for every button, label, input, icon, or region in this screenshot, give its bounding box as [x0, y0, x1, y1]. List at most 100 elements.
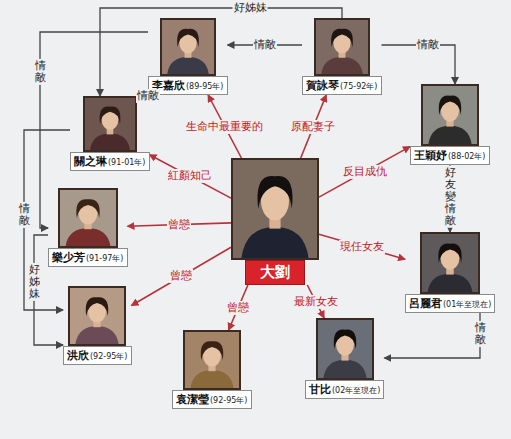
- person-name: 甘比: [309, 382, 331, 397]
- portrait-frame: [58, 188, 118, 248]
- year-range: (92-95年): [210, 395, 248, 406]
- relation-label: 現任女友: [339, 240, 385, 254]
- relation-label: 好姊妹: [28, 263, 41, 301]
- person-name: 呂麗君: [409, 296, 442, 311]
- relation-connector: [150, 155, 232, 198]
- relation-label: 情敵: [416, 38, 440, 52]
- year-range: (88-02年): [448, 151, 486, 162]
- year-range: (91-01年): [108, 157, 146, 168]
- person-name: 王穎妤: [414, 148, 447, 163]
- portrait-shape: [258, 176, 293, 209]
- year-range: (75-92年): [340, 81, 378, 92]
- person-node: 洪欣(92-95年): [63, 286, 132, 365]
- portrait-shape: [86, 297, 109, 316]
- name-caption: 王穎妤(88-02年): [410, 146, 490, 165]
- name-caption: 袁潔瑩(92-95年): [172, 390, 252, 409]
- portrait-shape: [321, 57, 363, 74]
- relation-connector: [319, 147, 410, 198]
- name-caption: 關之琳(91-01年): [70, 152, 150, 171]
- portrait-shape: [70, 288, 124, 344]
- name-caption: 樂少芳(91-97年): [48, 248, 128, 267]
- portrait-shape: [60, 190, 116, 246]
- portrait-frame: [231, 158, 319, 260]
- person-name: 賀詠琴: [306, 78, 339, 93]
- center-person-node: 大劉: [231, 158, 319, 285]
- portrait-shape: [60, 190, 116, 246]
- portrait-frame: [421, 84, 479, 146]
- portrait-frame: [314, 18, 370, 76]
- year-range: (02年至現在): [332, 385, 380, 396]
- relation-label: 情敵: [34, 59, 47, 85]
- portrait-shape: [323, 360, 366, 378]
- portrait-shape: [439, 96, 462, 115]
- portrait-shape: [162, 20, 214, 74]
- portrait-shape: [428, 274, 473, 292]
- portrait-shape: [85, 98, 135, 150]
- person-node: 甘比(02年至現在): [305, 318, 384, 399]
- relation-label: 情敵: [253, 38, 277, 52]
- relation-label: 曾戀: [169, 269, 193, 283]
- portrait-frame: [420, 232, 480, 294]
- portrait-shape: [90, 134, 130, 150]
- name-caption: 甘比(02年至現在): [305, 380, 384, 399]
- portrait-shape: [190, 370, 233, 388]
- relation-label: 情敵: [18, 202, 31, 228]
- relation-label: 紅顏知己: [167, 169, 213, 183]
- portrait-shape: [318, 320, 372, 378]
- portrait-shape: [316, 20, 368, 74]
- portrait-shape: [423, 86, 477, 144]
- year-range: (01年至現在): [443, 299, 491, 310]
- person-node: 關之琳(91-01年): [70, 96, 150, 171]
- relation-label: 好友變情敵: [444, 166, 457, 228]
- relation-label: 情敵: [136, 88, 160, 102]
- portrait-shape: [316, 20, 368, 74]
- portrait-shape: [233, 160, 317, 258]
- portrait-shape: [233, 160, 317, 258]
- relation-label: 反目成仇: [342, 165, 388, 179]
- relation-connector: [132, 247, 232, 305]
- portrait-shape: [201, 341, 224, 360]
- relation-label: 最新女友: [293, 294, 339, 308]
- portrait-shape: [318, 320, 372, 378]
- person-node: 賀詠琴(75-92年): [302, 18, 382, 95]
- portrait-shape: [331, 29, 353, 47]
- relation-label: 曾戀: [226, 300, 250, 314]
- person-name: 關之琳: [74, 154, 107, 169]
- person-name: 大劉: [260, 263, 290, 282]
- person-node: 袁潔瑩(92-95年): [172, 330, 252, 409]
- relation-connector: [319, 234, 405, 259]
- portrait-shape: [70, 288, 124, 344]
- person-node: 呂麗君(01年至現在): [405, 232, 495, 313]
- relation-label: 原配妻子: [290, 119, 336, 133]
- portrait-frame: [160, 18, 216, 76]
- portrait-frame: [183, 330, 241, 390]
- relation-label: 好姊妹: [233, 1, 268, 15]
- relation-label: 曾戀: [167, 218, 191, 232]
- portrait-shape: [99, 107, 120, 124]
- name-caption: 呂麗君(01年至現在): [405, 294, 495, 313]
- name-caption: 賀詠琴(75-92年): [302, 76, 382, 95]
- portrait-shape: [333, 330, 356, 349]
- portrait-shape: [439, 244, 462, 263]
- person-node: 樂少芳(91-97年): [48, 188, 128, 267]
- portrait-frame: [83, 96, 137, 152]
- portrait-shape: [162, 20, 214, 74]
- portrait-shape: [241, 227, 308, 258]
- portrait-shape: [85, 98, 135, 150]
- person-name: 袁潔瑩: [176, 392, 209, 407]
- portrait-shape: [185, 332, 239, 388]
- person-name: 洪欣: [67, 348, 89, 363]
- portrait-shape: [167, 57, 209, 74]
- relation-connector: [384, 313, 480, 358]
- person-name: 樂少芳: [52, 250, 85, 265]
- portrait-frame: [316, 318, 374, 380]
- portrait-shape: [422, 234, 478, 292]
- portrait-shape: [76, 199, 99, 218]
- portrait-shape: [423, 86, 477, 144]
- year-range: (92-95年): [90, 351, 128, 362]
- year-range: (91-97年): [86, 253, 124, 264]
- relation-label: 生命中最重要的: [185, 119, 264, 133]
- relation-label: 情敵: [474, 321, 487, 347]
- name-caption: 洪欣(92-95年): [63, 346, 132, 365]
